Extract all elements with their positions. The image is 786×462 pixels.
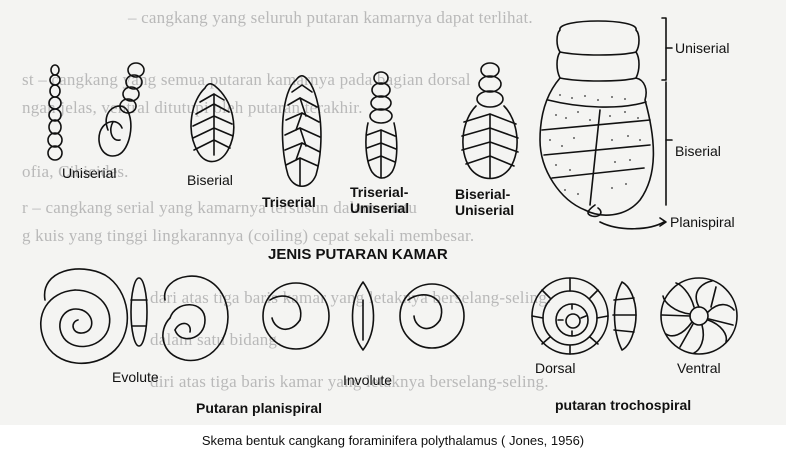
trochospiral-side-shell [612, 281, 637, 351]
uniserial-coiled-shell [98, 62, 145, 157]
label-biserial-uniserial-line2: Uniserial [455, 202, 515, 218]
biserial-uniserial-shell [461, 62, 519, 180]
figure-image: – cangkang yang seluruh putaran kamarnya… [0, 0, 786, 425]
triserial-shell [281, 75, 322, 188]
uniserial-straight-shell [47, 64, 63, 161]
bleed-through-text: r – cangkang serial yang kamarnya tersus… [22, 198, 418, 217]
involute-shell [262, 281, 465, 351]
heading-jenis-putaran-kamar: JENIS PUTARAN KAMAR [268, 246, 448, 263]
label-putaran-trochospiral: putaran trochospiral [555, 397, 692, 413]
label-triserial-uniserial-line1: Triserial- [350, 184, 409, 200]
label-triserial-uniserial-line2: Uniserial [350, 200, 410, 216]
triserial-uniserial-shell [365, 71, 398, 179]
foraminifera-drawings [39, 17, 738, 364]
label-involute: Involute [343, 372, 393, 388]
label-right-biserial: Biserial [675, 143, 721, 159]
label-right-uniserial: Uniserial [675, 40, 730, 56]
label-putaran-planispiral: Putaran planispiral [196, 400, 323, 416]
large-compound-shell [539, 17, 673, 230]
label-triserial: Triserial [262, 194, 316, 210]
label-dorsal: Dorsal [535, 360, 576, 376]
label-uniserial: Uniserial [62, 165, 117, 181]
dorsal-shell [531, 277, 609, 355]
label-biserial: Biserial [187, 172, 233, 188]
evolute-shell [39, 268, 229, 364]
bleed-through-text: ofia, Cibicides. [22, 162, 129, 181]
label-right-planispiral: Planispiral [670, 214, 735, 230]
bleed-through-text: – cangkang yang seluruh putaran kamarnya… [128, 8, 533, 27]
bleed-through-text: dari atas tiga baris kamar yang letaknya… [150, 288, 552, 307]
figure-caption: Skema bentuk cangkang foraminifera polyt… [201, 433, 585, 448]
bleed-through-text: g kuis yang tinggi lingkarannya (coiling… [22, 226, 475, 245]
bleed-through-text: ngan jelas, ventral ditutupi oleh putara… [22, 98, 363, 117]
biserial-shell [190, 83, 235, 163]
label-biserial-uniserial-line1: Biserial- [455, 186, 511, 202]
label-evolute: Evolute [112, 369, 159, 385]
bleed-through-text: dalam satu bidang. [150, 330, 282, 349]
ventral-shell [660, 277, 738, 355]
bleed-through-text: diri atas tiga baris kamar yang letaknya… [150, 372, 549, 391]
label-ventral: Ventral [677, 360, 721, 376]
